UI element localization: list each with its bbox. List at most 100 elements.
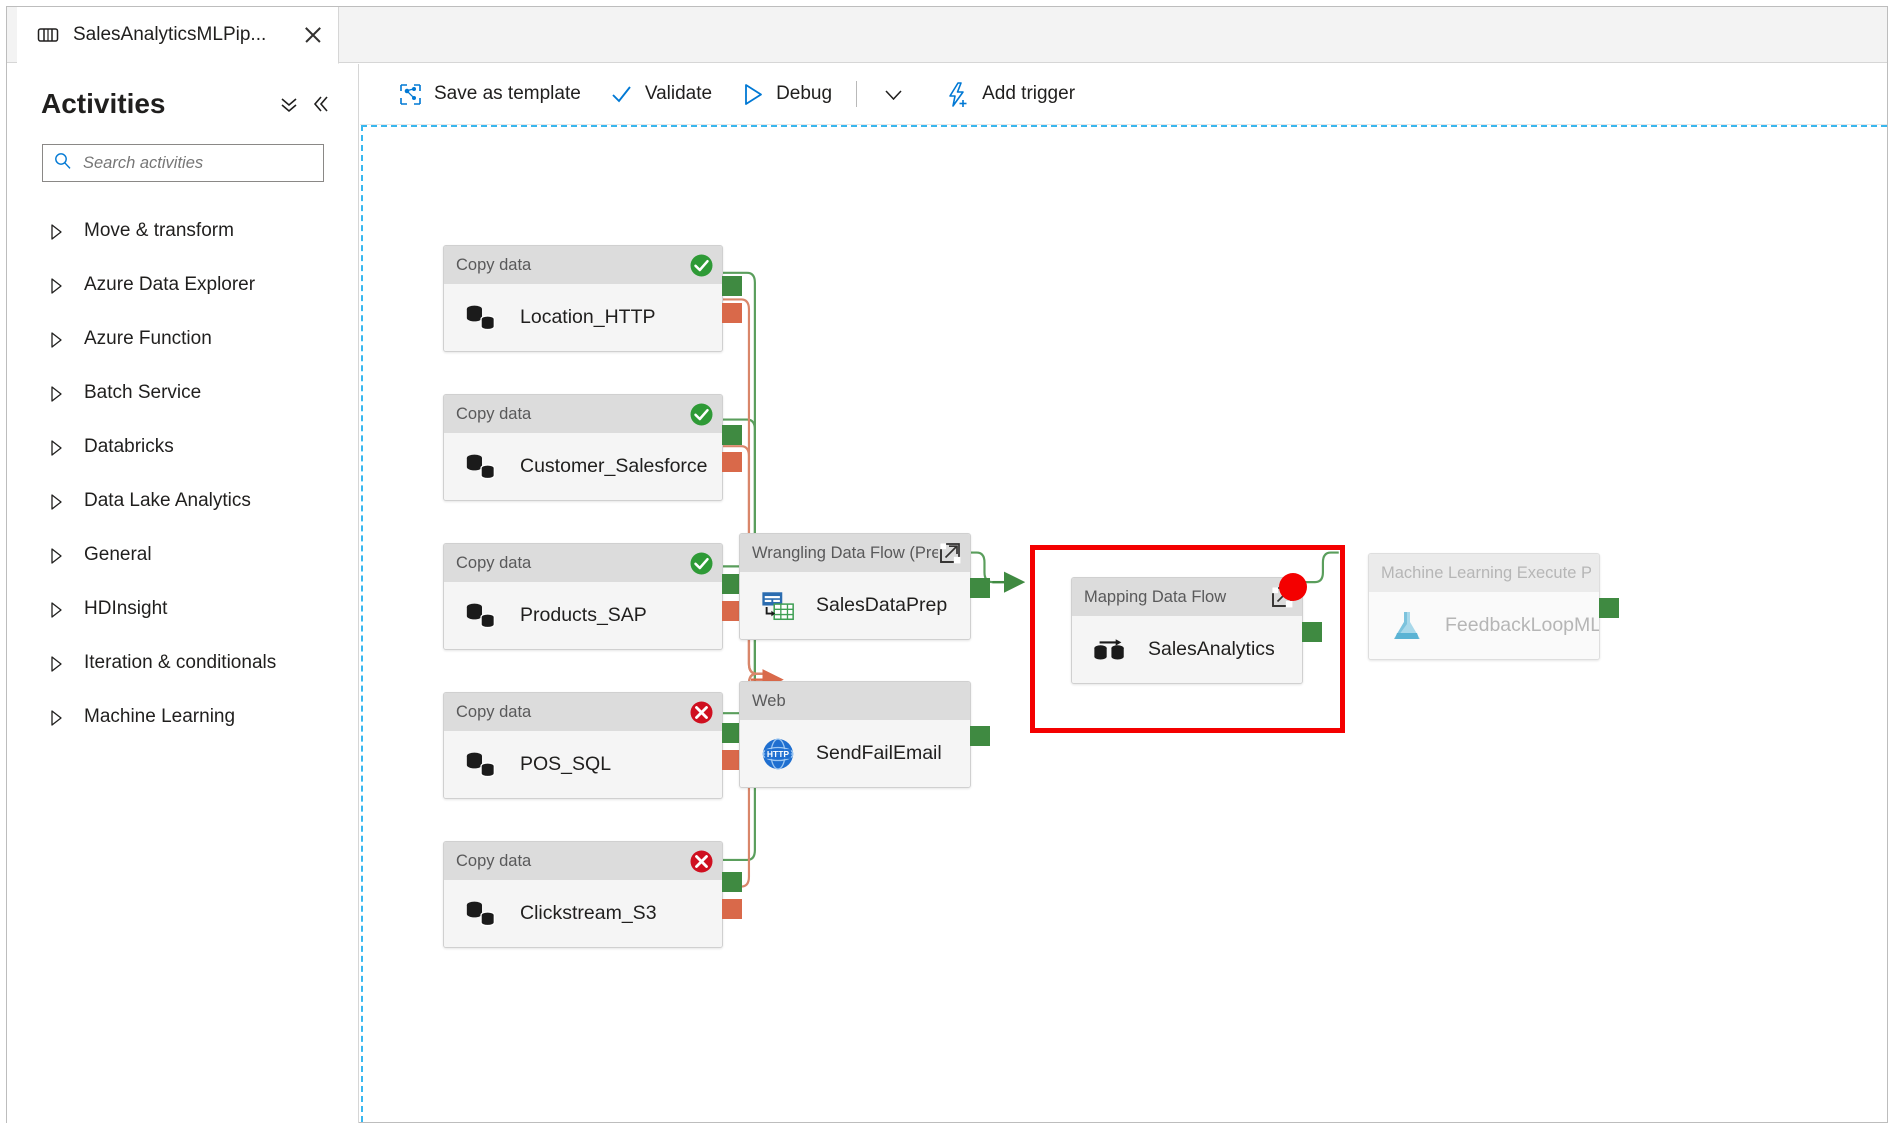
node-body: Location_HTTP: [444, 284, 722, 351]
node-type-label: Copy data: [456, 404, 532, 423]
node-type-label: Copy data: [456, 702, 532, 721]
sidebar-item-move-transform[interactable]: Move & transform: [7, 204, 358, 258]
node-body: POS_SQL: [444, 731, 722, 798]
status-badge-success: [689, 402, 714, 427]
success-output-port[interactable]: [722, 425, 742, 445]
success-output-port[interactable]: [1302, 622, 1322, 642]
open-in-new-window-icon[interactable]: [938, 541, 962, 565]
node-name-label: SalesDataPrep: [816, 594, 948, 616]
search-input[interactable]: [81, 152, 315, 174]
validate-label: Validate: [644, 83, 713, 104]
node-name-label: Clickstream_S3: [520, 902, 657, 924]
red-dot-marker: [1279, 573, 1307, 601]
node-name-label: Customer_Salesforce: [520, 455, 708, 477]
success-output-port[interactable]: [722, 723, 742, 743]
add-trigger-label: Add trigger: [982, 83, 1076, 104]
node-type-label: Wrangling Data Flow (Preview: [752, 543, 938, 562]
success-output-port[interactable]: [722, 276, 742, 296]
node-name-label: FeedbackLoopML: [1445, 614, 1600, 636]
node-name-label: Products_SAP: [520, 604, 647, 626]
sidebar-item-azure-function[interactable]: Azure Function: [7, 312, 358, 366]
node-body: Clickstream_S3: [444, 880, 722, 947]
copy-data-icon: [464, 598, 500, 634]
node-name-label: Location_HTTP: [520, 306, 656, 328]
node-type-label: Copy data: [456, 553, 532, 572]
debug-dropdown-button[interactable]: [867, 72, 920, 116]
validate-button[interactable]: Validate: [595, 72, 726, 116]
svg-text:HTTP: HTTP: [767, 749, 790, 759]
success-output-port[interactable]: [970, 726, 990, 746]
save-as-template-label: Save as template: [434, 83, 581, 104]
sidebar-item-label: Data Lake Analytics: [84, 490, 251, 511]
sidebar-item-general[interactable]: General: [7, 528, 358, 582]
node-body: SalesDataPrep: [740, 572, 970, 639]
activities-panel: Activities: [7, 64, 359, 1123]
activity-node-feedbackloopml[interactable]: Machine Learning Execute PipelineFeedbac…: [1368, 553, 1600, 660]
close-icon[interactable]: [302, 24, 324, 46]
failure-output-port[interactable]: [722, 601, 742, 621]
sidebar-item-batch-service[interactable]: Batch Service: [7, 366, 358, 420]
sidebar-item-iteration-conditionals[interactable]: Iteration & conditionals: [7, 636, 358, 690]
node-header: Copy data: [444, 693, 722, 731]
node-body: FeedbackLoopML: [1369, 592, 1599, 659]
node-body: SalesAnalytics: [1072, 616, 1302, 683]
wrangling-data-flow-icon: [760, 588, 796, 624]
node-header: Machine Learning Execute Pipeline: [1369, 554, 1599, 592]
search-box[interactable]: [42, 144, 324, 182]
sidebar-item-label: Databricks: [84, 436, 174, 457]
lightning-bolt-plus-icon: [944, 81, 971, 108]
success-output-port[interactable]: [722, 872, 742, 892]
play-triangle-icon: [740, 82, 765, 107]
node-name-label: POS_SQL: [520, 753, 612, 775]
tab-title: SalesAnalyticsMLPip...: [73, 24, 267, 45]
chevron-down-icon: [881, 82, 906, 107]
success-output-port[interactable]: [1599, 598, 1619, 618]
azure-ml-icon: [1389, 608, 1425, 644]
sidebar-item-data-lake-analytics[interactable]: Data Lake Analytics: [7, 474, 358, 528]
success-output-port[interactable]: [722, 574, 742, 594]
copy-data-icon: [464, 747, 500, 783]
sidebar-item-label: Azure Function: [84, 328, 212, 349]
node-header: Web: [740, 682, 970, 720]
sidebar-item-azure-data-explorer[interactable]: Azure Data Explorer: [7, 258, 358, 312]
failure-output-port[interactable]: [722, 452, 742, 472]
sidebar-item-machine-learning[interactable]: Machine Learning: [7, 690, 358, 744]
debug-button[interactable]: Debug: [726, 72, 846, 116]
sidebar-item-databricks[interactable]: Databricks: [7, 420, 358, 474]
status-badge-success: [689, 253, 714, 278]
caret-right-icon: [51, 547, 63, 564]
failure-output-port[interactable]: [722, 899, 742, 919]
chevron-double-left-icon[interactable]: [304, 89, 334, 119]
tab-pipeline[interactable]: SalesAnalyticsMLPip...: [17, 7, 340, 64]
success-output-port[interactable]: [970, 578, 990, 598]
caret-right-icon: [51, 493, 63, 510]
activity-node-salesdataprep[interactable]: Wrangling Data Flow (PreviewSalesDataPre…: [739, 533, 971, 640]
window-frame: SalesAnalyticsMLPip... Activities: [6, 6, 1888, 1123]
status-badge-error: [689, 700, 714, 725]
failure-output-port[interactable]: [722, 750, 742, 770]
copy-data-icon: [464, 896, 500, 932]
node-header: Wrangling Data Flow (Preview: [740, 534, 970, 572]
http-web-icon: HTTP: [760, 736, 796, 772]
chevron-double-down-icon[interactable]: [274, 89, 304, 119]
sidebar-item-hdinsight[interactable]: HDInsight: [7, 582, 358, 636]
failure-output-port[interactable]: [722, 303, 742, 323]
sidebar-item-label: Iteration & conditionals: [84, 652, 277, 673]
search-icon: [53, 151, 72, 175]
save-as-template-button[interactable]: Save as template: [384, 72, 595, 116]
add-trigger-button[interactable]: Add trigger: [930, 72, 1089, 116]
node-header: Copy data: [444, 246, 722, 284]
sidebar-item-label: Batch Service: [84, 382, 202, 403]
copy-data-icon: [464, 449, 500, 485]
